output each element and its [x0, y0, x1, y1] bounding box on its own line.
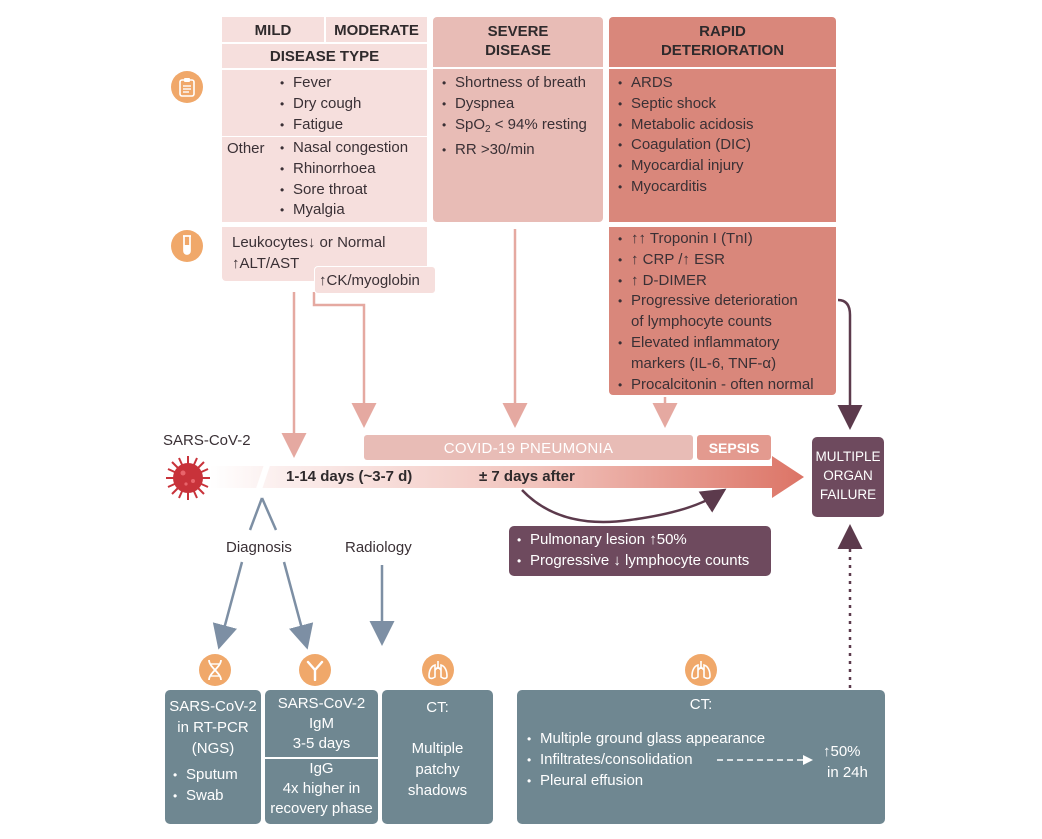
pulmonary-list: Pulmonary lesion ↑50% Progressive ↓ lymp… [517, 530, 749, 572]
list-item: Metabolic acidosis [618, 115, 754, 136]
pulmonary-box: Pulmonary lesion ↑50% Progressive ↓ lymp… [509, 526, 771, 576]
list-item: Pulmonary lesion ↑50% [517, 530, 749, 551]
leukocytes-text: Leukocytes↓ or Normal [232, 234, 386, 251]
sepsis-badge [697, 435, 771, 460]
list-item: Shortness of breath [442, 73, 587, 94]
list-item: Nasal congestion [280, 138, 408, 159]
list-item: Sore throat [280, 180, 408, 201]
list-item: Procalcitonin - often normal [618, 375, 814, 396]
ct-large-list: Multiple ground glass appearance Infiltr… [527, 729, 765, 791]
clipboard-icon [171, 71, 203, 103]
list-item: Progressive ↓ lymphocyte counts [517, 551, 749, 572]
list-item: Myocardial injury [618, 156, 754, 177]
disease-type-header: DISEASE TYPE [222, 44, 427, 68]
list-item: Rhinorrhoea [280, 159, 408, 180]
double-up-arrow-icon: ↑↑ [631, 230, 646, 247]
list-item: RR >30/min [442, 140, 587, 161]
list-item: ↑ D-DIMER [618, 271, 814, 292]
days-label: 1-14 days (~3-7 d) [286, 468, 413, 485]
list-item: Infiltrates/consolidation [527, 750, 765, 771]
dna-icon [199, 654, 231, 686]
up-arrow-icon: ↑ [682, 250, 690, 268]
ck-down-arrow [312, 292, 377, 428]
diagnosis-arrow-left [212, 561, 244, 650]
list-item: Septic shock [618, 94, 754, 115]
severe-symptom-list: Shortness of breath Dyspnea SpO2 < 94% r… [442, 73, 587, 161]
diagnosis-arrow-right [282, 561, 314, 650]
list-item: Fever [280, 73, 361, 94]
severe-symptoms-box: Shortness of breath Dyspnea SpO2 < 94% r… [433, 69, 603, 222]
mild-symptom-list: Fever Dry cough Fatigue [280, 73, 361, 135]
mild-header: MILD [222, 17, 324, 42]
pcr-box: SARS-CoV-2in RT-PCR(NGS) Sputum Swab [165, 690, 261, 824]
list-item: Sputum [173, 765, 238, 786]
list-item: ↑↑ Troponin I (TnI) [618, 229, 814, 250]
up-arrow-icon: ↑ [631, 250, 639, 268]
up-arrow-icon: ↑ [232, 255, 240, 272]
list-item: ARDS [618, 73, 754, 94]
virus-icon [162, 454, 214, 502]
antibody-icon [299, 654, 331, 686]
down-arrow-icon: ↓ [307, 234, 316, 251]
lungs-icon [422, 654, 454, 686]
rapid-lab-box: ↑↑ Troponin I (TnI) ↑ CRP /↑ ESR ↑ D-DIM… [609, 227, 836, 395]
ct-large-title: CT: [689, 696, 713, 713]
mild-symptoms-box: Fever Dry cough Fatigue Other Nasal cong… [222, 70, 427, 222]
list-item: Fatigue [280, 115, 361, 136]
up-arrow-icon: ↑ [631, 271, 639, 289]
list-item: Pleural effusion [527, 771, 765, 792]
list-item: Swab [173, 786, 238, 807]
sepsis-label: SEPSIS [708, 440, 760, 456]
up-arrow-icon: ↑ [649, 531, 657, 548]
list-item: Coagulation (DIC) [618, 135, 754, 156]
ct-box-large: CT: Multiple ground glass appearance Inf… [517, 690, 885, 824]
rapid-symptoms-box: ARDS Septic shock Metabolic acidosis Coa… [609, 69, 836, 222]
list-item: Dry cough [280, 94, 361, 115]
list-item: Myalgia [280, 200, 408, 221]
other-label: Other [227, 140, 265, 157]
curved-arrow [521, 488, 727, 524]
ct-large-time: in 24h [827, 764, 868, 781]
ct-large-value: ↑50% [823, 743, 861, 760]
down-arrow-icon: ↓ [613, 551, 621, 569]
dashed-arrow [717, 755, 813, 765]
sars-cov-2-label: SARS-CoV-2 [163, 432, 251, 449]
pneumonia-label: COVID-19 PNEUMONIA [443, 440, 614, 457]
other-symptom-list: Nasal congestion Rhinorrhoea Sore throat… [280, 138, 408, 221]
after-label: ± 7 days after [479, 468, 575, 485]
list-item: ↑ CRP /↑ ESR [618, 250, 814, 271]
up-arrow-icon: ↑ [319, 272, 327, 289]
moderate-header: MODERATE [326, 17, 427, 42]
rapid-lab-list: ↑↑ Troponin I (TnI) ↑ CRP /↑ ESR ↑ D-DIM… [618, 229, 814, 395]
pneumonia-bar [364, 435, 693, 460]
lungs-icon [685, 654, 717, 686]
test-tube-icon [171, 230, 203, 262]
list-item: Multiple ground glass appearance [527, 729, 765, 750]
list-item: SpO2 < 94% resting [442, 115, 587, 141]
rapid-symptom-list: ARDS Septic shock Metabolic acidosis Coa… [618, 73, 754, 198]
list-item: Dyspnea [442, 94, 587, 115]
pcr-sample-list: Sputum Swab [173, 765, 238, 807]
timeline-arrow [210, 456, 804, 498]
rapid-to-mof-arrow [837, 298, 863, 430]
list-item: Myocarditis [618, 177, 754, 198]
up-arrow-icon: ↑ [823, 743, 831, 760]
alt-ast-text: ↑ALT/AST [232, 255, 300, 272]
diagnosis-label: Diagnosis [226, 539, 292, 556]
ck-box: ↑CK/myoglobin [314, 266, 436, 294]
radiology-label: Radiology [345, 539, 412, 556]
